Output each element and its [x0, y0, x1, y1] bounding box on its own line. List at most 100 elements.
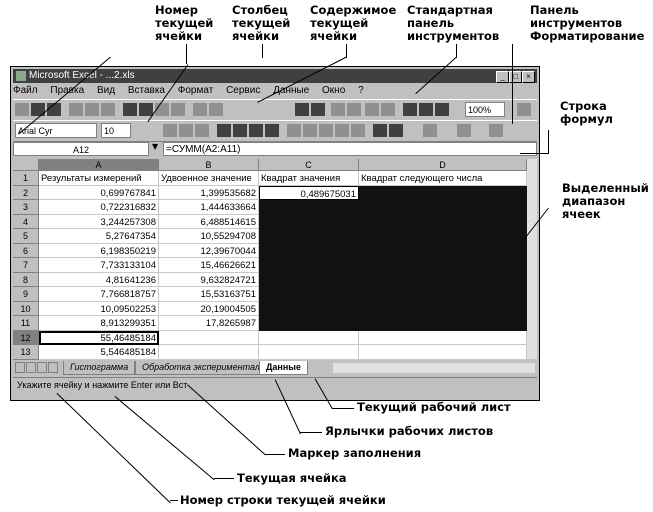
cell-D3[interactable] — [359, 200, 527, 215]
cell-A7[interactable]: 7,733133104 — [39, 258, 159, 273]
cell-C4[interactable] — [259, 214, 359, 229]
web-toolbar-icon[interactable] — [311, 103, 325, 116]
cell-C10[interactable] — [259, 301, 359, 316]
maximize-button[interactable]: □ — [509, 71, 522, 83]
row-header-3[interactable]: 3 — [13, 200, 39, 215]
cell-B6[interactable]: 12,39670044 — [159, 243, 259, 258]
drawing-icon[interactable] — [435, 103, 449, 116]
sheet-tab-data[interactable]: Данные — [259, 361, 308, 375]
map-icon[interactable] — [419, 103, 433, 116]
font-size-select[interactable]: 10 — [101, 123, 131, 138]
cell-D13[interactable] — [359, 345, 527, 360]
prev-sheet-button[interactable] — [26, 362, 36, 373]
row-header-10[interactable]: 10 — [13, 301, 39, 316]
help-icon[interactable] — [517, 103, 531, 116]
align-center-icon[interactable] — [233, 124, 247, 137]
cell-B9[interactable]: 15,53163751 — [159, 287, 259, 302]
cell-B5[interactable]: 10,55294708 — [159, 229, 259, 244]
cell-C6[interactable] — [259, 243, 359, 258]
cell-C3[interactable] — [259, 200, 359, 215]
cell-D4[interactable] — [359, 214, 527, 229]
sheet-tab-histogram[interactable]: Гистограмма — [63, 361, 136, 375]
increase-decimal-icon[interactable] — [335, 124, 349, 137]
print-icon[interactable] — [69, 103, 83, 116]
bold-icon[interactable] — [163, 124, 177, 137]
minimize-button[interactable]: _ — [496, 71, 509, 83]
currency-icon[interactable] — [287, 124, 301, 137]
cell-D11[interactable] — [359, 316, 527, 331]
cell-A6[interactable]: 6,198350219 — [39, 243, 159, 258]
row-header-11[interactable]: 11 — [13, 316, 39, 331]
cell-B8[interactable]: 9,632824721 — [159, 272, 259, 287]
row-header-4[interactable]: 4 — [13, 214, 39, 229]
row-header-7[interactable]: 7 — [13, 258, 39, 273]
menu-format[interactable]: Формат — [177, 85, 214, 96]
menu-tools[interactable]: Сервис — [226, 85, 261, 96]
cell-B2[interactable]: 1,399535682 — [159, 185, 259, 200]
sheet-tab-processing[interactable]: Обработка экспериментальных — [135, 361, 261, 375]
row-header-6[interactable]: 6 — [13, 243, 39, 258]
next-sheet-button[interactable] — [37, 362, 47, 373]
menu-help[interactable]: ? — [358, 85, 364, 96]
menu-window[interactable]: Окно — [322, 85, 346, 96]
cell-D5[interactable] — [359, 229, 527, 244]
cell-A9[interactable]: 7,766818757 — [39, 287, 159, 302]
close-button[interactable]: × — [522, 71, 535, 83]
cell-A12[interactable]: 55,46485184 — [39, 330, 159, 345]
name-box-dropdown-icon[interactable]: ▼ — [152, 142, 159, 151]
format-painter-icon[interactable] — [171, 103, 185, 116]
cell-B11[interactable]: 17,8265987 — [159, 316, 259, 331]
select-all-corner[interactable] — [13, 159, 39, 171]
percent-icon[interactable] — [303, 124, 317, 137]
cell-B3[interactable]: 1,444633664 — [159, 200, 259, 215]
cell-B1[interactable]: Удвоенное значение — [159, 171, 259, 186]
row-header-9[interactable]: 9 — [13, 287, 39, 302]
cell-C7[interactable] — [259, 258, 359, 273]
cell-C11[interactable] — [259, 316, 359, 331]
cell-D12[interactable] — [359, 330, 527, 345]
redo-icon[interactable] — [209, 103, 223, 116]
cell-A1[interactable]: Результаты измерений — [39, 171, 159, 186]
cell-D1[interactable]: Квадрат следующего числа — [359, 171, 527, 186]
cell-D10[interactable] — [359, 301, 527, 316]
menu-data[interactable]: Данные — [273, 85, 310, 96]
cell-D2[interactable] — [359, 185, 527, 200]
cell-C1[interactable]: Квадрат значения — [259, 171, 359, 186]
menu-insert[interactable]: Вставка — [127, 85, 165, 96]
cell-C2[interactable]: 0,489675031 — [259, 185, 359, 200]
menu-file[interactable]: Файл — [13, 85, 38, 96]
last-sheet-button[interactable] — [48, 362, 58, 373]
fill-color-icon[interactable] — [457, 124, 471, 137]
zoom-select[interactable]: 100% — [465, 102, 505, 117]
cell-A5[interactable]: 5,27647354 — [39, 229, 159, 244]
cell-B13[interactable] — [159, 345, 259, 360]
spelling-icon[interactable] — [101, 103, 115, 116]
align-left-icon[interactable] — [217, 124, 231, 137]
cell-C13[interactable] — [259, 345, 359, 360]
increase-indent-icon[interactable] — [389, 124, 403, 137]
cell-C5[interactable] — [259, 229, 359, 244]
column-header-d[interactable]: D — [359, 159, 527, 171]
cell-C12[interactable] — [259, 330, 359, 345]
hyperlink-icon[interactable] — [295, 103, 309, 116]
underline-icon[interactable] — [195, 124, 209, 137]
column-header-c[interactable]: C — [259, 159, 359, 171]
menu-view[interactable]: Вид — [96, 85, 116, 96]
merge-center-icon[interactable] — [265, 124, 279, 137]
first-sheet-button[interactable] — [15, 362, 25, 373]
cell-D6[interactable] — [359, 243, 527, 258]
borders-icon[interactable] — [423, 124, 437, 137]
cell-B7[interactable]: 15,46626621 — [159, 258, 259, 273]
menu-edit[interactable]: Правка — [50, 85, 85, 96]
row-header-5[interactable]: 5 — [13, 229, 39, 244]
row-header-8[interactable]: 8 — [13, 272, 39, 287]
cell-B4[interactable]: 6,488514615 — [159, 214, 259, 229]
undo-icon[interactable] — [193, 103, 207, 116]
cell-A3[interactable]: 0,722316832 — [39, 200, 159, 215]
font-name-select[interactable]: Arial Cyr — [15, 123, 97, 138]
decrease-decimal-icon[interactable] — [351, 124, 365, 137]
copy-icon[interactable] — [139, 103, 153, 116]
cell-A4[interactable]: 3,244257308 — [39, 214, 159, 229]
column-header-b[interactable]: B — [159, 159, 259, 171]
cell-C9[interactable] — [259, 287, 359, 302]
